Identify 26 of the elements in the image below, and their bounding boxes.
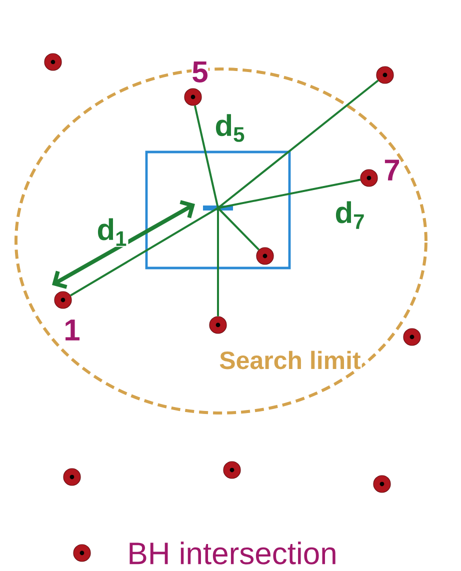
search-box: [145, 150, 291, 270]
connector-line: [217, 207, 260, 250]
dot: [63, 468, 81, 486]
dot: [223, 461, 241, 479]
dot: [373, 475, 391, 493]
connector-line: [70, 207, 218, 296]
distance-label: d$_{1}$: [96, 217, 128, 247]
dot: [376, 66, 394, 84]
dot: [360, 169, 378, 187]
dot: [44, 53, 62, 71]
dot: [184, 88, 202, 106]
point-number: 1: [64, 320, 80, 340]
edge-label: d$_{5}$: [216, 114, 244, 142]
dot: [209, 316, 227, 334]
connector-line: [218, 178, 361, 209]
dot: [256, 247, 274, 265]
dot: [403, 328, 421, 346]
dot: [54, 291, 72, 309]
connector-line: [217, 208, 219, 316]
point-number: 5: [192, 62, 208, 82]
connector-line: [217, 80, 379, 209]
connector-line: [194, 105, 219, 208]
edge-label: d$_{7}$: [336, 201, 364, 229]
point-number: 7: [384, 160, 400, 180]
position-bar: [203, 206, 233, 210]
legend-text: BH intersection: [130, 542, 336, 564]
